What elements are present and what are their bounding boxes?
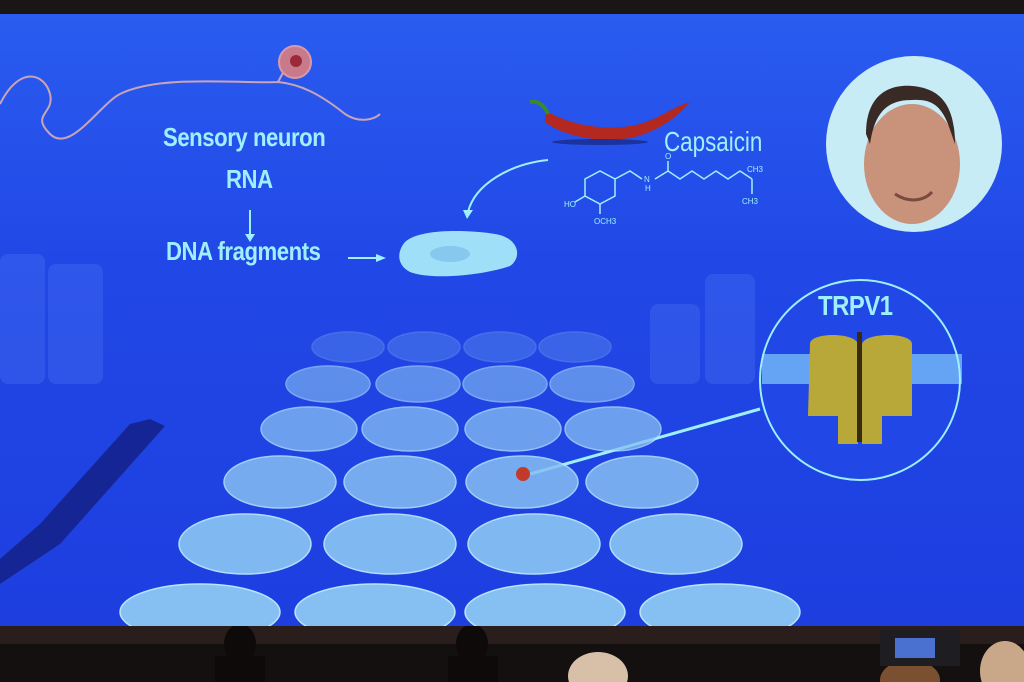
sensory-neuron-label: Sensory neuron — [163, 122, 326, 152]
trpv1-label: TRPV1 — [818, 290, 893, 321]
projection-screen: HO OCH3 N H O CH3 CH3 — [0, 14, 1024, 626]
pipette-icon — [0, 419, 165, 584]
petri-dish-grid — [119, 331, 801, 626]
svg-text:CH3: CH3 — [747, 165, 764, 174]
svg-text:OCH3: OCH3 — [594, 217, 617, 226]
slide-illustration: HO OCH3 N H O CH3 CH3 — [0, 45, 1002, 626]
positive-cell-highlight — [516, 467, 530, 481]
svg-text:CH3: CH3 — [742, 197, 759, 206]
dna-fragments-label: DNA fragments — [166, 236, 321, 266]
svg-text:HO: HO — [564, 200, 576, 209]
svg-text:O: O — [665, 152, 671, 161]
svg-text:H: H — [645, 184, 651, 193]
trpv1-magnifier — [529, 279, 962, 481]
svg-text:N: N — [644, 175, 650, 184]
chili-pepper-icon — [529, 99, 690, 145]
capsaicin-label: Capsaicin — [664, 126, 763, 157]
curved-arrow-icon — [467, 159, 549, 213]
stage-area — [0, 626, 1024, 682]
sensory-neuron-icon — [0, 45, 381, 140]
portrait-photo — [826, 56, 1002, 232]
capsaicin-molecule-icon — [574, 161, 753, 214]
rna-label: RNA — [226, 164, 273, 194]
